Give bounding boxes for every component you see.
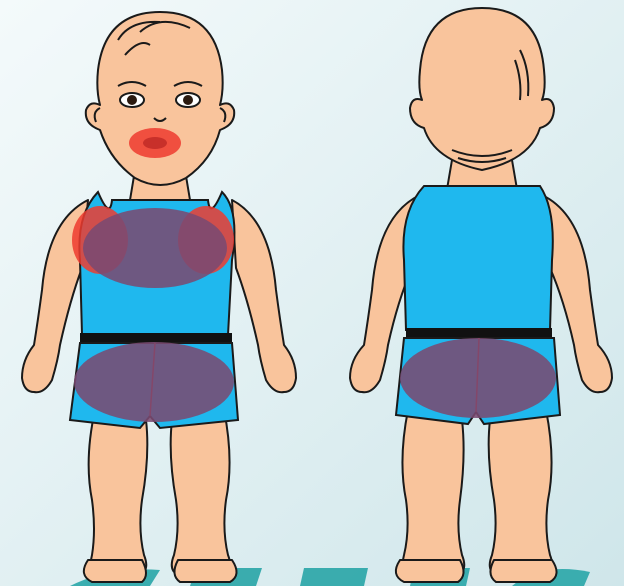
back-right-leg: [489, 410, 552, 575]
front-right-leg: [171, 410, 230, 575]
highlight-chest: [83, 208, 227, 288]
highlight-buttocks: [400, 338, 556, 418]
front-mouth: [143, 137, 167, 149]
front-waistband: [80, 333, 232, 343]
highlight-groin: [74, 342, 234, 422]
back-left-leg: [402, 410, 464, 575]
front-left-leg: [89, 410, 148, 575]
back-waistband: [406, 328, 552, 338]
back-shirt: [403, 186, 552, 330]
